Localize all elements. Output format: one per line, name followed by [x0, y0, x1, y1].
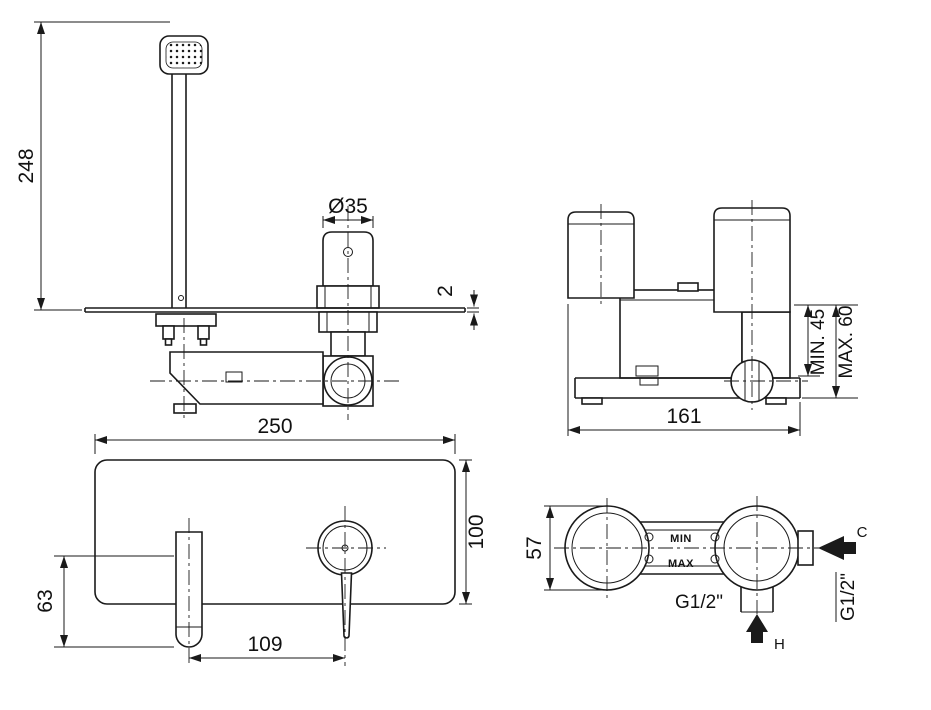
body-detail: [635, 365, 659, 377]
dim-handle-diameter: Ø35: [328, 195, 368, 218]
left-cylinder: [567, 211, 635, 299]
dim-plate-width: 250: [257, 415, 292, 438]
manifold-notch: [225, 371, 243, 383]
screw: [644, 554, 654, 564]
bracket-screw: [162, 325, 175, 340]
cold-arrow-stem: [844, 542, 856, 554]
hot-arrow-icon: [746, 614, 768, 632]
dim-body-width: 161: [666, 405, 701, 428]
max-stamp: MAX: [668, 558, 694, 570]
screw: [710, 532, 720, 542]
handle-lever: [340, 572, 353, 639]
supply-manifold: [169, 351, 324, 405]
wall-plate: [94, 459, 456, 605]
view-body-side: 161 MIN. 45 MAX. 60: [567, 200, 858, 436]
view-body-front: MIN MAX 57 C G1/2" H G1/2": [523, 496, 868, 653]
bracket-screw: [197, 325, 210, 340]
plate-notch: [639, 377, 659, 386]
dim-plate-height: 100: [465, 514, 488, 549]
manifold-foot: [173, 403, 197, 414]
aerator-face: [165, 41, 203, 69]
dim-spout-drop: 63: [34, 589, 57, 612]
dim-side-thread: G1/2": [838, 573, 859, 621]
bracket-screw-tip: [199, 338, 208, 346]
spout-bracket: [155, 313, 217, 327]
screw: [644, 532, 654, 542]
dim-depth-max: MAX. 60: [836, 306, 857, 379]
set-screw: [178, 295, 184, 301]
min-stamp: MIN: [670, 533, 692, 545]
dim-center-distance: 109: [247, 633, 282, 656]
dim-bottom-thread: G1/2": [675, 592, 723, 613]
body-tab: [677, 282, 699, 292]
cold-label: C: [857, 524, 868, 541]
plate-foot: [581, 397, 603, 405]
view-plate-front: 250 100 63 109: [34, 415, 488, 666]
plate-foot: [765, 397, 787, 405]
hot-arrow-stem: [751, 632, 763, 643]
screw: [710, 554, 720, 564]
dim-body-height: 57: [523, 536, 546, 559]
dim-depth-min: MIN. 45: [808, 309, 829, 376]
bracket-screw-tip: [164, 338, 173, 346]
handle-screw: [343, 247, 353, 257]
cold-arrow-icon: [818, 536, 844, 560]
dim-spout-height: 248: [15, 148, 38, 183]
hot-label: H: [774, 636, 785, 653]
dim-plate-thickness: 2: [434, 285, 457, 297]
view-spout-side: 248 Ø35 2: [15, 21, 479, 422]
